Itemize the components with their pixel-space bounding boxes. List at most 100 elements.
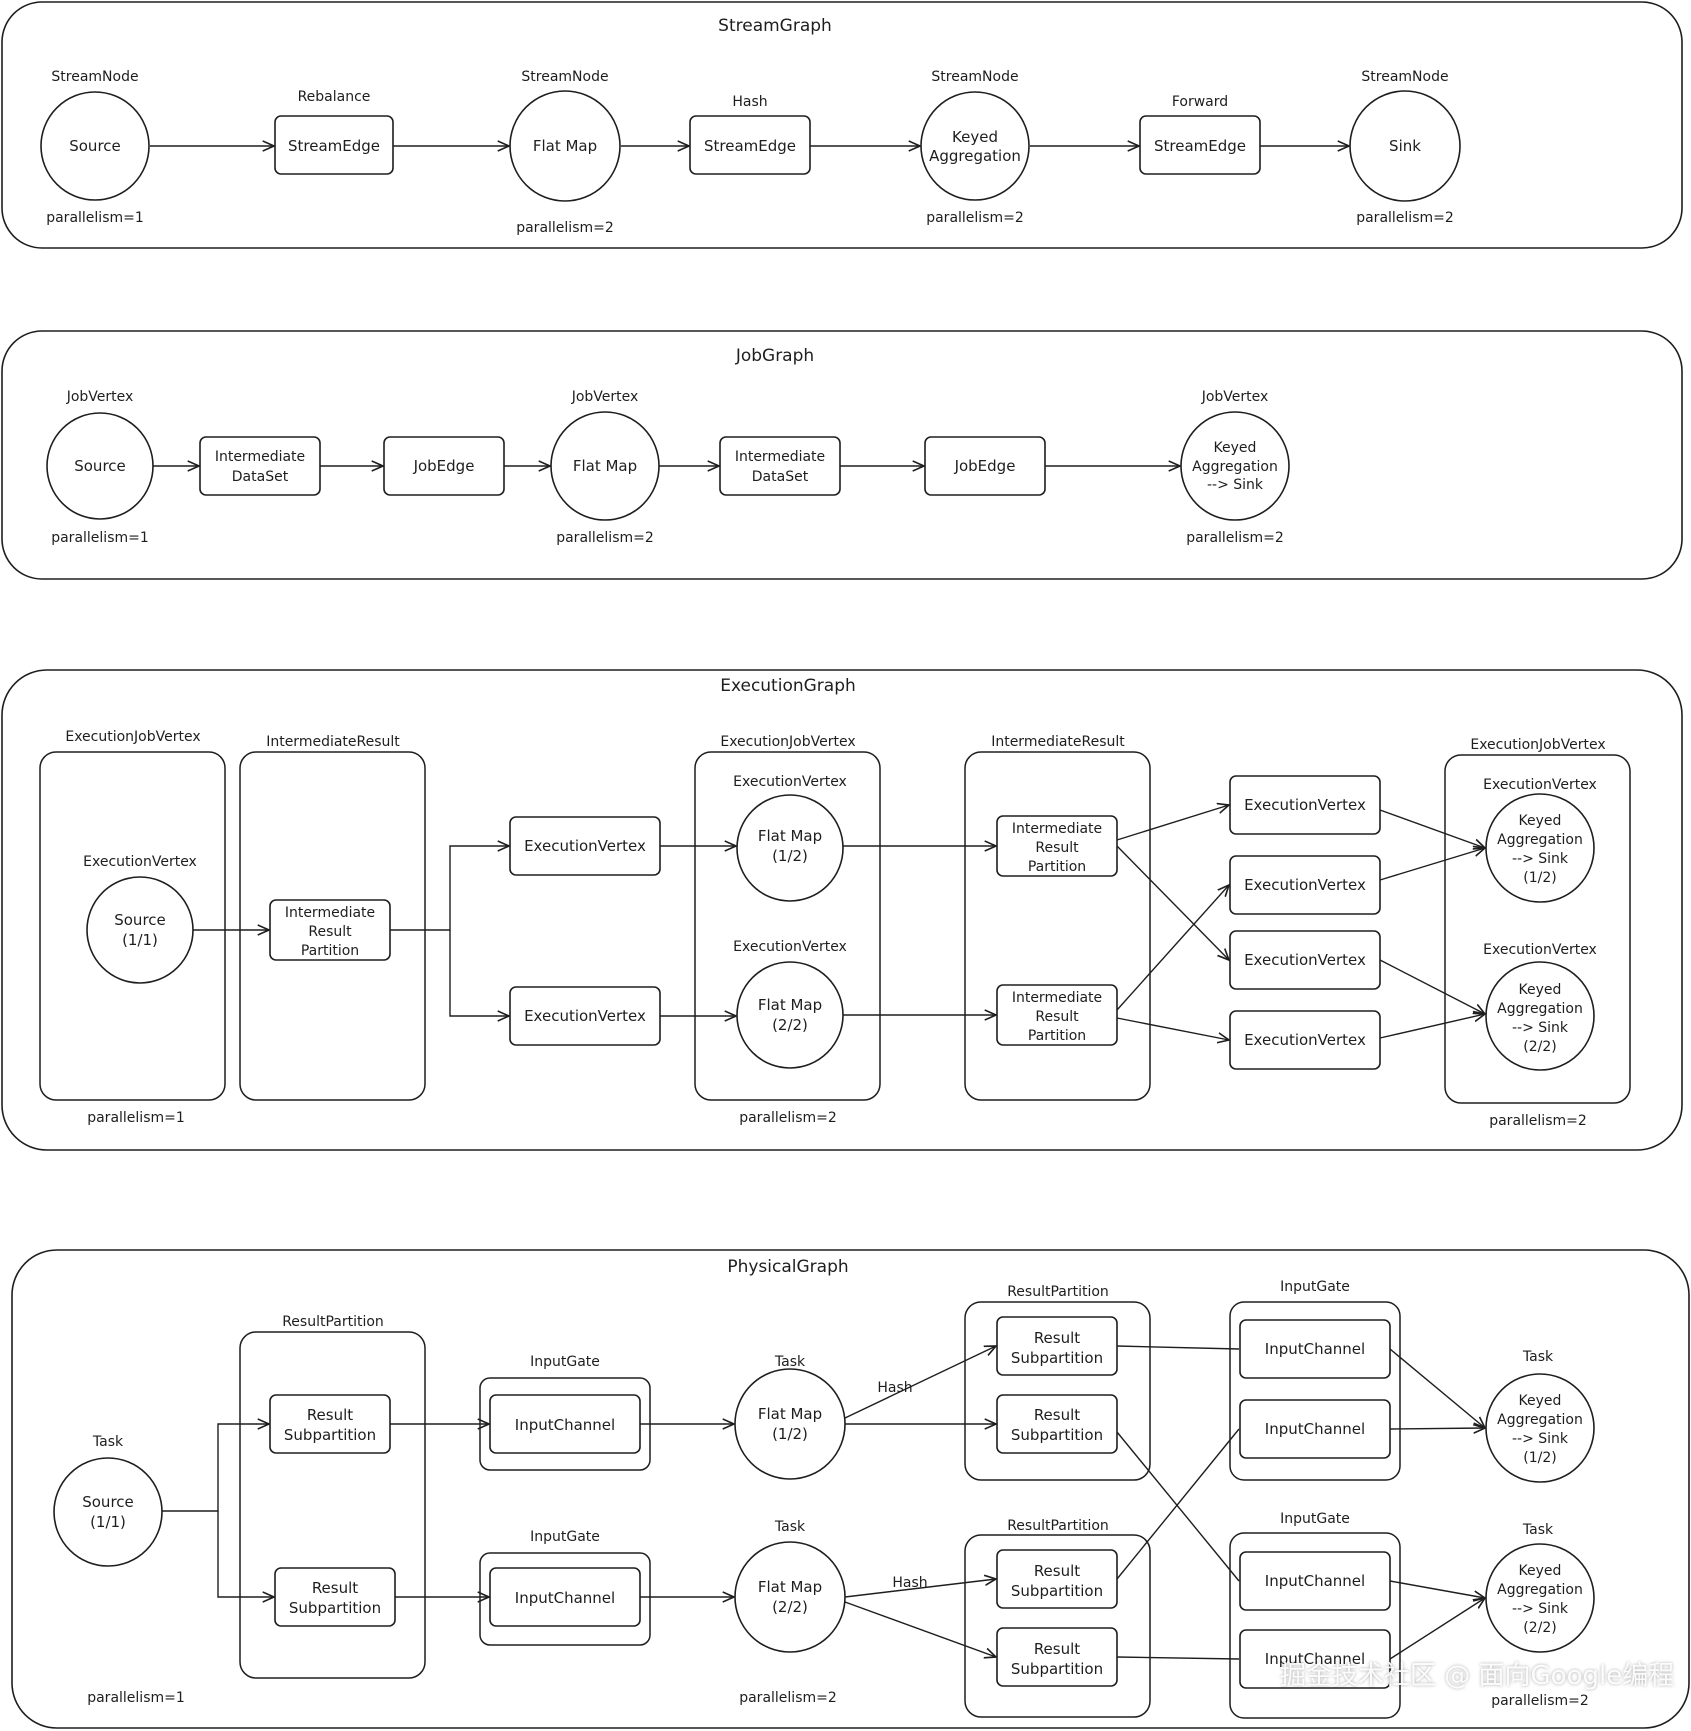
jobvertex-source-type: JobVertex <box>66 389 134 405</box>
job-graph-title: JobGraph <box>735 346 814 366</box>
exec-arrow-p2-ev2 <box>1116 885 1229 1011</box>
streamnode-keyed-type: StreamNode <box>931 69 1018 85</box>
ev-keyed-1-label: ExecutionVertex <box>1483 777 1597 793</box>
exec-arrow-p1-ev3 <box>1116 845 1229 960</box>
rp-top-sub1-line-1: Result <box>1034 1329 1080 1347</box>
ejv-flatmap-label: ExecutionJobVertex <box>720 734 855 750</box>
physical-graph-frame <box>11 1249 1690 1729</box>
rp-top-box <box>964 1301 1151 1481</box>
rp1-box <box>239 1331 426 1679</box>
ev-keyed-1-line-3: --> Sink <box>1512 851 1569 867</box>
streamnode-keyed-line-1: Keyed <box>952 128 998 146</box>
streamnode-sink-label: Sink <box>1389 137 1421 155</box>
execution-graph-frame <box>1 669 1683 1151</box>
exec-arrow-ev1-k1 <box>1379 809 1485 848</box>
task-k2-line-1: Keyed <box>1519 1563 1562 1579</box>
ejv-flatmap-parallelism: parallelism=2 <box>739 1110 837 1126</box>
exec-arrow-ir1-ev-top <box>390 846 509 931</box>
ir2-label: IntermediateResult <box>991 734 1125 750</box>
phys-arrow-src-sub1 <box>162 1424 269 1512</box>
task-k1-line-4: (1/2) <box>1523 1450 1556 1466</box>
task-fm1-node <box>734 1368 846 1480</box>
stream-edge-1-type: Rebalance <box>298 89 371 105</box>
jobvertex-keyed-type: JobVertex <box>1201 389 1269 405</box>
ir2-partition-2-line-2: Result <box>1035 1009 1079 1025</box>
ev-right-2-label: ExecutionVertex <box>1244 876 1366 894</box>
streamnode-flatmap-type: StreamNode <box>521 69 608 85</box>
ev-flatmap-1-line-2: (1/2) <box>772 847 808 865</box>
task-fm2-line-2: (2/2) <box>772 1598 808 1616</box>
streamnode-source <box>40 91 150 201</box>
rp-bottom-sub2-line-1: Result <box>1034 1640 1080 1658</box>
ig-right-bottom-ch2-label: InputChannel <box>1265 1650 1365 1668</box>
rp1-sub2-line-2: Subpartition <box>289 1599 381 1617</box>
task-fm2-label: Task <box>774 1519 806 1535</box>
task-k2-line-2: Aggregation <box>1497 1582 1583 1598</box>
jobvertex-flatmap-type: JobVertex <box>571 389 639 405</box>
ir2-partition-1-line-1: Intermediate <box>1012 821 1102 837</box>
job-graph-panel: JobGraph JobVertex Source parallelism=1 … <box>1 330 1683 580</box>
job-graph-frame <box>1 330 1683 580</box>
ev-keyed-2-line-4: (2/2) <box>1523 1039 1556 1055</box>
ev-keyed-2-line-2: Aggregation <box>1497 1001 1583 1017</box>
ev-keyed-1-line-4: (1/2) <box>1523 870 1556 886</box>
intermediate-dataset-2-line-2: DataSet <box>752 469 809 485</box>
task-source-parallelism: parallelism=1 <box>87 1690 185 1706</box>
ig-right-top-box <box>1229 1301 1401 1481</box>
task-k1-label: Task <box>1522 1349 1554 1365</box>
ev-right-3-label: ExecutionVertex <box>1244 951 1366 969</box>
ev-flatmap-2-line-2: (2/2) <box>772 1016 808 1034</box>
jobvertex-keyed-line-1: Keyed <box>1214 440 1257 456</box>
ev-flatmap-2-line-1: Flat Map <box>758 996 822 1014</box>
jobvertex-flatmap-label: Flat Map <box>573 457 637 475</box>
execution-graph-panel: ExecutionGraph ExecutionJobVertex Execut… <box>1 669 1683 1151</box>
rp-top-sub2-line-2: Subpartition <box>1011 1426 1103 1444</box>
hash-label-2: Hash <box>892 1575 927 1591</box>
ev-keyed-2-line-1: Keyed <box>1519 982 1562 998</box>
rp-bottom-sub2-line-2: Subpartition <box>1011 1660 1103 1678</box>
intermediate-dataset-1 <box>199 436 321 496</box>
phys-arrow-ch3-k2 <box>1389 1580 1485 1598</box>
ev-flatmap-2-label: ExecutionVertex <box>733 939 847 955</box>
intermediate-dataset-2 <box>719 436 841 496</box>
exec-arrow-ir1-ev-bottom <box>449 930 509 1016</box>
rp1-sub1-line-1: Result <box>307 1406 353 1424</box>
jobvertex-source-parallelism: parallelism=1 <box>51 530 149 546</box>
task-k2-label: Task <box>1522 1522 1554 1538</box>
rp-bottom-sub1-line-1: Result <box>1034 1562 1080 1580</box>
stream-graph-frame <box>1 1 1683 249</box>
ejv-keyed-box <box>1444 754 1631 1104</box>
rp1-sub1-line-2: Subpartition <box>284 1426 376 1444</box>
ev-keyed-1-line-2: Aggregation <box>1497 832 1583 848</box>
ir2-partition-1-line-3: Partition <box>1028 859 1086 875</box>
stream-graph-title: StreamGraph <box>718 16 832 36</box>
phys-arrow-fm2-rpb2 <box>844 1601 996 1657</box>
task-fm1-line-2: (1/2) <box>772 1425 808 1443</box>
jobvertex-keyed-line-2: Aggregation <box>1192 459 1278 475</box>
intermediate-dataset-1-line-1: Intermediate <box>215 449 305 465</box>
streamnode-flatmap-parallelism: parallelism=2 <box>516 220 614 236</box>
phys-arrow-fm1-rpt1 <box>844 1346 996 1419</box>
ejv-keyed-label: ExecutionJobVertex <box>1470 737 1605 753</box>
rp-bottom-label: ResultPartition <box>1007 1518 1109 1534</box>
intermediate-dataset-2-line-1: Intermediate <box>735 449 825 465</box>
rp-bottom-sub1-line-2: Subpartition <box>1011 1582 1103 1600</box>
physical-graph-title: PhysicalGraph <box>727 1257 848 1277</box>
phys-arrow-ch4-k2 <box>1389 1598 1485 1660</box>
streamnode-keyed <box>920 91 1030 201</box>
phys-arrow-src-sub2 <box>217 1511 274 1597</box>
ev-source-line-1: Source <box>114 911 166 929</box>
rp1-subpartition-1 <box>269 1394 391 1454</box>
exec-arrow-ev3-k2 <box>1379 959 1485 1014</box>
ejv-flatmap-box <box>694 751 881 1101</box>
exec-arrow-ev4-k2 <box>1379 1014 1485 1039</box>
ir2-partition-2-line-1: Intermediate <box>1012 990 1102 1006</box>
stream-edge-2-label: StreamEdge <box>704 137 796 155</box>
ir2-box <box>964 751 1151 1101</box>
ir1-partition-line-1: Intermediate <box>285 905 375 921</box>
intermediate-dataset-1-line-2: DataSet <box>232 469 289 485</box>
exec-arrow-ev2-k1 <box>1379 848 1485 881</box>
rp1-label: ResultPartition <box>282 1314 384 1330</box>
phys-line-rpt2-ch3 <box>1116 1431 1240 1582</box>
hash-label-1: Hash <box>877 1380 912 1396</box>
